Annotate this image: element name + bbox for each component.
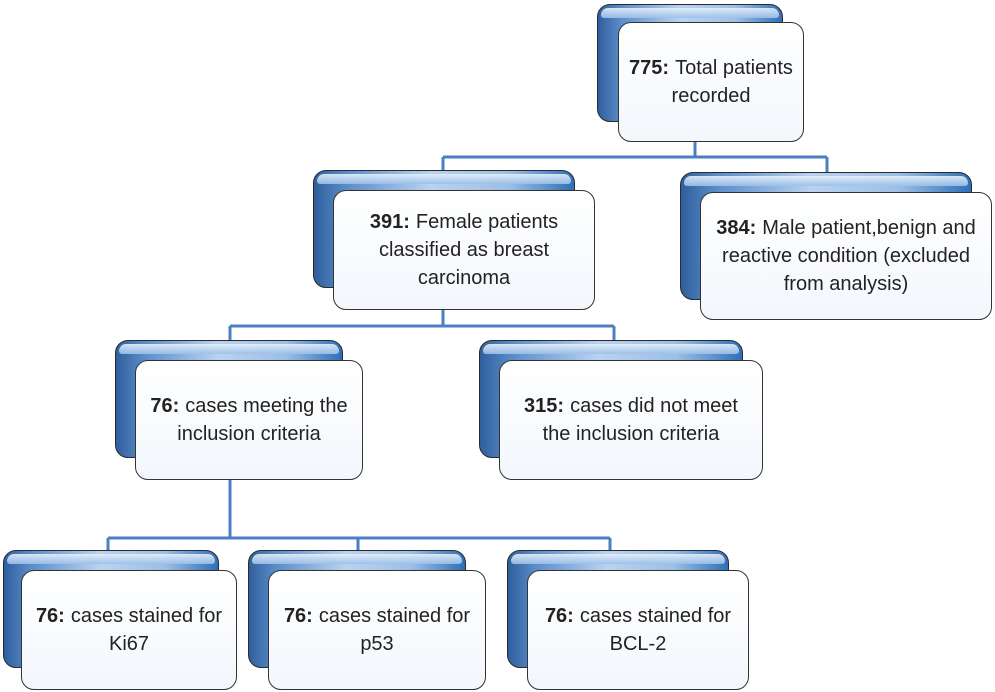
node-total-label: 775:Total patients recorded — [627, 54, 795, 110]
node-female-label: 391:Female patients classified as breast… — [342, 208, 586, 292]
node-bcl2-count: 76: — [544, 605, 574, 627]
node-p53-count: 76: — [283, 605, 313, 627]
node-bcl2-label: 76:cases stained for BCL-2 — [536, 602, 740, 658]
node-excluded-count: 384: — [716, 217, 757, 239]
node-meeting-text: cases meeting the inclusion criteria — [177, 395, 348, 445]
node-p53-text: cases stained for p53 — [318, 605, 471, 655]
node-ki67-text: cases stained for Ki67 — [70, 605, 223, 655]
node-ki67-count: 76: — [35, 605, 65, 627]
node-female-text: Female patients classified as breast car… — [378, 211, 559, 289]
node-ki67-label: 76:cases stained for Ki67 — [30, 602, 228, 658]
node-ki67: 76:cases stained for Ki67 — [21, 570, 237, 690]
node-female: 391:Female patients classified as breast… — [333, 190, 595, 310]
node-excluded-text: Male patient,benign and reactive conditi… — [722, 217, 976, 295]
node-meeting: 76:cases meeting the inclusion criteria — [135, 360, 363, 480]
node-bcl2: 76:cases stained for BCL-2 — [527, 570, 749, 690]
node-excluded: 384:Male patient,benign and reactive con… — [700, 192, 992, 320]
node-female-count: 391: — [369, 211, 410, 233]
node-total-count: 775: — [629, 57, 670, 79]
node-p53-label: 76:cases stained for p53 — [277, 602, 477, 658]
node-p53: 76:cases stained for p53 — [268, 570, 486, 690]
node-meeting-count: 76: — [150, 395, 180, 417]
node-notmeet: 315:cases did not meet the inclusion cri… — [499, 360, 763, 480]
node-notmeet-label: 315:cases did not meet the inclusion cri… — [508, 392, 754, 448]
node-total: 775:Total patients recorded — [618, 22, 804, 142]
node-total-text: Total patients recorded — [671, 57, 793, 107]
node-excluded-label: 384:Male patient,benign and reactive con… — [709, 214, 983, 298]
node-meeting-label: 76:cases meeting the inclusion criteria — [144, 392, 354, 448]
node-bcl2-text: cases stained for BCL-2 — [579, 605, 732, 655]
node-notmeet-text: cases did not meet the inclusion criteri… — [542, 395, 738, 445]
node-notmeet-count: 315: — [524, 395, 565, 417]
